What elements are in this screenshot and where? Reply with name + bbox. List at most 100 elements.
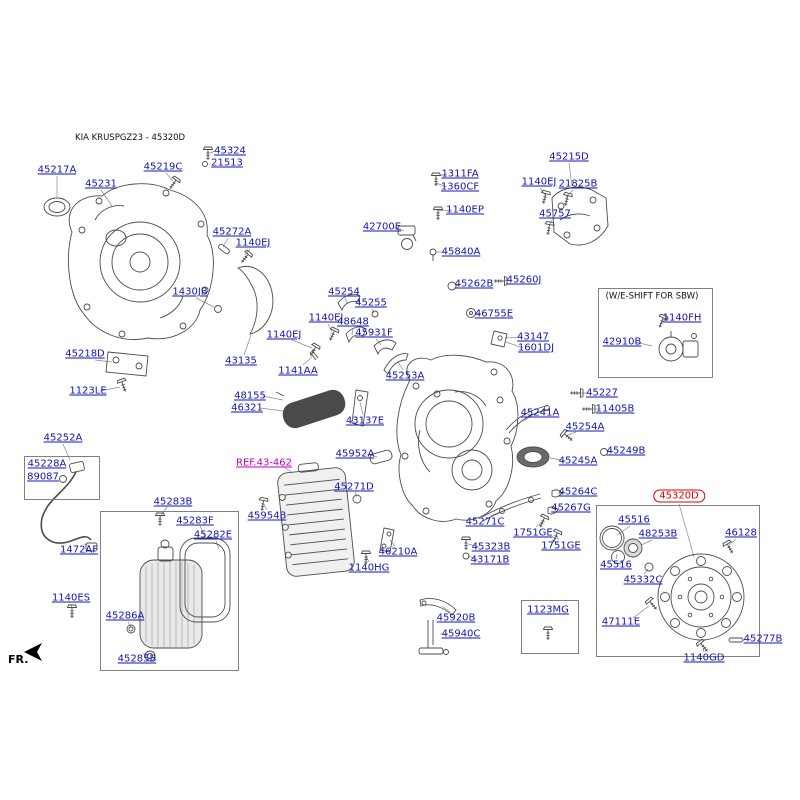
reference-link-REF-43-462[interactable]: REF.43-462 — [235, 457, 293, 469]
part-label-45283B[interactable]: 45283B — [153, 496, 193, 508]
part-label-1472AF[interactable]: 1472AF — [59, 544, 99, 556]
leader-lines — [56, 150, 752, 656]
part-label-45516[interactable]: 45516 — [618, 514, 650, 526]
part-label-43147[interactable]: 43147 — [517, 331, 549, 343]
part-label-43171B[interactable]: 43171B — [470, 554, 510, 566]
part-label-45267G[interactable]: 45267G — [551, 502, 591, 514]
part-label-1360CF[interactable]: 1360CF — [440, 181, 480, 193]
part-label-45516[interactable]: 45516 — [600, 559, 632, 571]
tm-support-bracket-drawing — [551, 186, 609, 246]
seal-ring-drawings — [126, 161, 654, 662]
part-label-45757[interactable]: 45757 — [539, 208, 571, 220]
part-label-45840A[interactable]: 45840A — [441, 246, 481, 258]
transmission-case-drawing — [396, 354, 519, 522]
part-label-46321[interactable]: 46321 — [231, 402, 263, 414]
bracket-43147-drawing — [490, 330, 508, 348]
part-label-45260J[interactable]: 45260J — [506, 274, 542, 286]
oil-cooler-hose-drawing — [275, 389, 346, 429]
part-label-45324[interactable]: 45324 — [214, 145, 246, 157]
part-label-1430JB[interactable]: 1430JB — [172, 286, 208, 298]
part-label-42700E[interactable]: 42700E — [362, 221, 402, 233]
part-label-48155[interactable]: 48155 — [234, 390, 266, 402]
solenoid-valve-drawing — [397, 225, 417, 250]
part-label-45952A[interactable]: 45952A — [335, 448, 375, 460]
part-label-45245A[interactable]: 45245A — [558, 455, 598, 467]
part-label-1751GE[interactable]: 1751GE — [513, 527, 553, 539]
part-label-45262B[interactable]: 45262B — [454, 278, 494, 290]
part-label-47111E[interactable]: 47111E — [601, 616, 641, 628]
part-label-45940C[interactable]: 45940C — [441, 628, 481, 640]
part-label-45285B[interactable]: 45285B — [117, 653, 157, 665]
part-label-45231[interactable]: 45231 — [85, 178, 117, 190]
part-label-1311FA[interactable]: 1311FA — [441, 168, 479, 180]
part-label-45920B[interactable]: 45920B — [436, 612, 476, 624]
part-label-45931F[interactable]: 45931F — [355, 327, 393, 339]
part-label-45323B[interactable]: 45323B — [471, 541, 511, 553]
part-label-45217A[interactable]: 45217A — [37, 164, 77, 176]
fr-direction-label: FR. — [8, 653, 29, 666]
valve-body-drawing — [277, 462, 355, 577]
part-label-1140EJ[interactable]: 1140EJ — [521, 176, 557, 188]
part-label-21825B[interactable]: 21825B — [558, 178, 598, 190]
filter-gasket-drawing — [179, 537, 231, 623]
part-label-1140EJ[interactable]: 1140EJ — [235, 237, 271, 249]
part-label-1141AA[interactable]: 1141AA — [278, 365, 318, 377]
part-label-1140EJ[interactable]: 1140EJ — [266, 329, 302, 341]
part-label-43137E[interactable]: 43137E — [345, 415, 385, 427]
part-label-1140FH[interactable]: 1140FH — [662, 312, 702, 324]
part-label-45954B[interactable]: 45954B — [247, 510, 287, 522]
part-label-43135[interactable]: 43135 — [225, 355, 257, 367]
part-label-1123MG[interactable]: 1123MG — [527, 604, 569, 616]
rear-cover-box — [596, 505, 760, 657]
part-label-1140HG[interactable]: 1140HG — [348, 562, 390, 574]
part-label-45271D[interactable]: 45271D — [334, 481, 374, 493]
diagram-title: KIA KRUSPGZ23 - 45320D — [75, 133, 186, 143]
part-label-1140ES[interactable]: 1140ES — [51, 592, 91, 604]
part-label-45332C[interactable]: 45332C — [623, 574, 663, 586]
part-label-45272A[interactable]: 45272A — [212, 226, 252, 238]
part-label-45252A[interactable]: 45252A — [43, 432, 83, 444]
part-label-45282E[interactable]: 45282E — [193, 529, 233, 541]
part-label-89087[interactable]: 89087 — [27, 471, 59, 483]
part-label-45219C[interactable]: 45219C — [143, 161, 183, 173]
part-label-45253A[interactable]: 45253A — [385, 370, 425, 382]
part-label-45228A[interactable]: 45228A — [27, 458, 67, 470]
part-label-42910B[interactable]: 42910B — [602, 336, 642, 348]
part-label-45277B[interactable]: 45277B — [743, 633, 783, 645]
part-label-45264C[interactable]: 45264C — [558, 486, 598, 498]
part-label-1123LE[interactable]: 1123LE — [69, 385, 107, 397]
part-label-45320D[interactable]: 45320D — [653, 489, 705, 503]
part-label-1140GD[interactable]: 1140GD — [683, 652, 725, 664]
part-label-48648[interactable]: 48648 — [337, 316, 369, 328]
part-label-46128[interactable]: 46128 — [725, 527, 757, 539]
part-label-46755E[interactable]: 46755E — [474, 308, 514, 320]
part-label-11405B[interactable]: 11405B — [595, 403, 635, 415]
front-oil-seal-drawing — [43, 197, 71, 217]
bracket-43137E-drawing — [351, 389, 369, 427]
part-label-1751GE[interactable]: 1751GE — [541, 540, 581, 552]
part-label-45249B[interactable]: 45249B — [606, 445, 646, 457]
part-label-45271C[interactable]: 45271C — [465, 516, 505, 528]
part-label-45227[interactable]: 45227 — [586, 387, 618, 399]
part-label-1140EJ[interactable]: 1140EJ — [308, 312, 344, 324]
bolt-1123mg-box — [521, 600, 579, 654]
part-label-1601DJ[interactable]: 1601DJ — [517, 342, 555, 354]
part-label-45215D[interactable]: 45215D — [549, 151, 589, 163]
part-label-45255[interactable]: 45255 — [355, 297, 387, 309]
part-label-45218D[interactable]: 45218D — [65, 348, 105, 360]
breather-drawing — [429, 248, 437, 261]
part-label-45241A[interactable]: 45241A — [520, 407, 560, 419]
part-label-46210A[interactable]: 46210A — [378, 546, 418, 558]
part-label-45254A[interactable]: 45254A — [565, 421, 605, 433]
oil-filter-drawing — [139, 539, 203, 649]
part-label-21513[interactable]: 21513 — [211, 157, 243, 169]
part-label-45286A[interactable]: 45286A — [105, 610, 145, 622]
part-label-45254[interactable]: 45254 — [328, 286, 360, 298]
bracket-46210A-drawing — [379, 527, 395, 553]
part-label-45283F[interactable]: 45283F — [176, 515, 214, 527]
part-label-48253B[interactable]: 48253B — [638, 528, 678, 540]
part-label-1140EP[interactable]: 1140EP — [446, 204, 484, 216]
